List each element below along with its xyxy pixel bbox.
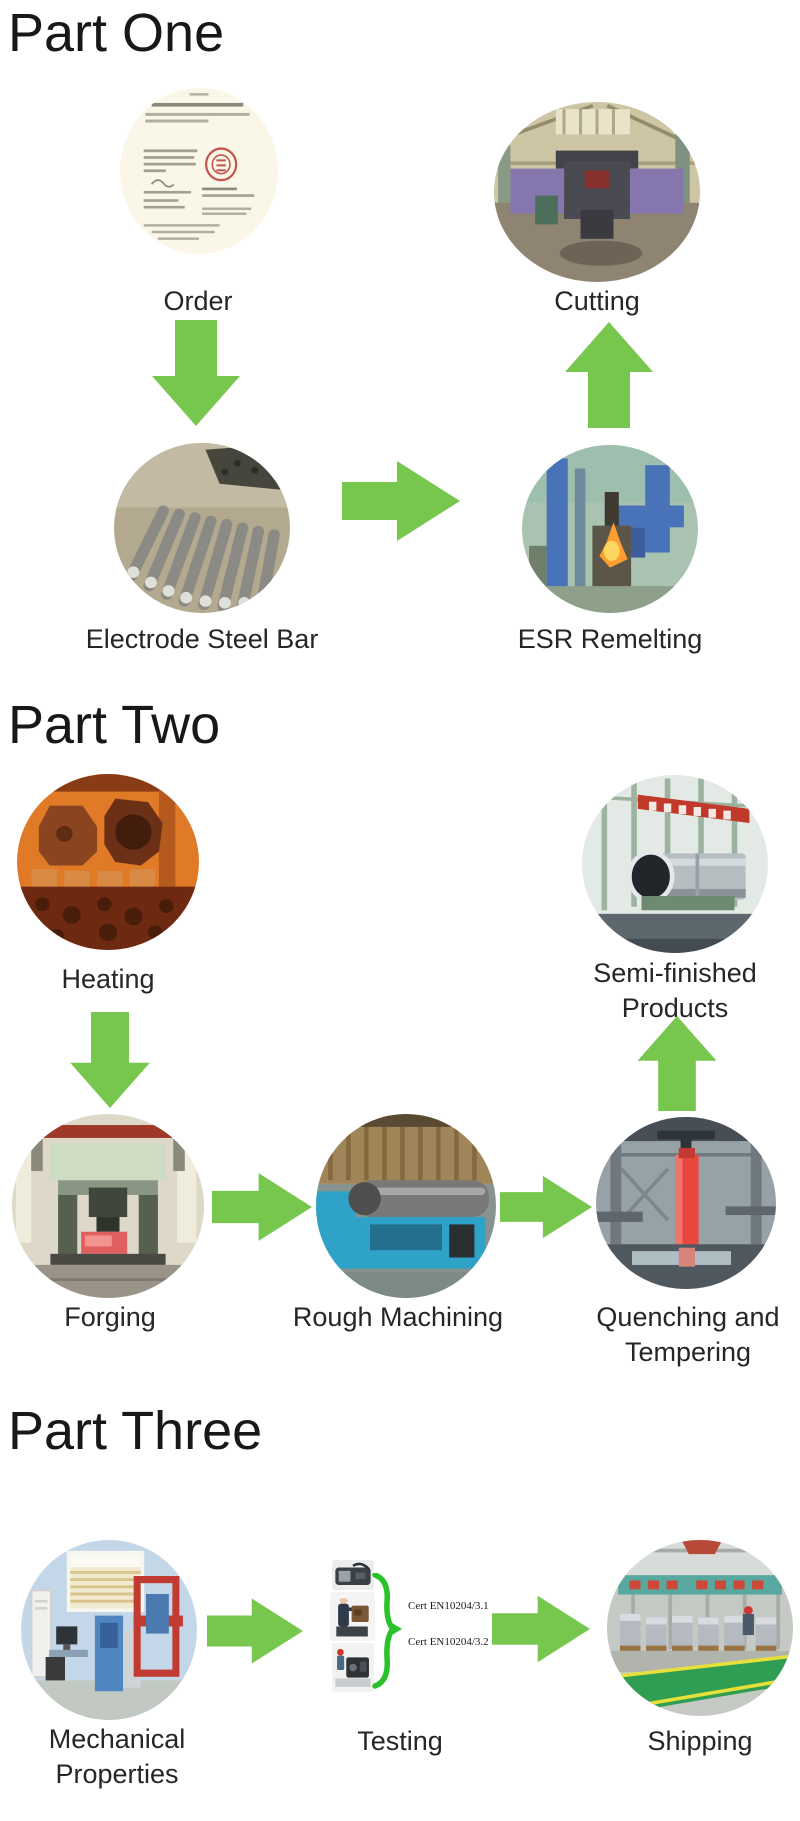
cutting-machine-art [494,102,700,282]
rough-machining-lathe-photo [316,1114,496,1298]
forging-label: Forging [64,1302,156,1332]
order-certificate-photo [120,88,278,254]
quenching-art [596,1117,776,1289]
semi-finished-cylinder-photo [582,775,768,953]
cert-en10204-32-label: Cert EN10204/3.2 [408,1636,489,1648]
electrode-steel-bars-art [114,443,290,613]
testing-brace-icon [372,1573,402,1689]
quenching-and-tempering-label: Quenching and Tempering [596,1302,780,1368]
cutting-label: Cutting [554,286,640,316]
shipping-label: Shipping [647,1726,753,1756]
mechanical-properties-art [21,1540,197,1720]
electrode-steel-bars-photo [114,443,290,613]
forging-press-photo [12,1114,204,1298]
testing-equipment-photo [332,1560,374,1590]
forging-press-art [12,1114,204,1298]
part-two-title: Part Two [8,695,221,755]
shipping-warehouse-photo [607,1540,793,1716]
mechanical-properties-label: Mechanical Properties [48,1724,186,1790]
heating-furnace-photo [17,774,199,950]
order-certificate-art [120,88,278,254]
rough-machining-label: Rough Machining [292,1302,504,1332]
electrode-steel-bar-label: Electrode Steel Bar [85,624,319,654]
arrow-right-icon [500,1168,592,1246]
arrow-right-icon [212,1168,312,1246]
heating-label: Heating [61,964,155,994]
cert-en10204-31-label: Cert EN10204/3.1 [408,1600,489,1612]
arrow-right-icon [492,1590,590,1668]
order-label: Order [163,286,233,316]
semi-finished-art [582,775,768,953]
quenching-red-hot-column-photo [596,1117,776,1289]
part-one-title: Part One [8,3,225,63]
arrow-down-icon [66,1012,154,1108]
testing-label: Testing [357,1726,443,1756]
rough-machining-art [316,1114,496,1298]
heating-furnace-art [17,774,199,950]
esr-remelting-furnace-photo [522,445,698,613]
arrow-up-icon [565,322,653,428]
shipping-warehouse-art [607,1540,793,1716]
part-three-title: Part Three [8,1401,263,1461]
testing-operator-photo [330,1592,375,1641]
arrow-right-icon [207,1592,303,1670]
semi-finished-products-label: Semi-finished Products [593,958,757,1024]
arrow-up-icon [633,1016,721,1111]
arrow-down-icon [152,320,240,426]
esr-remelting-label: ESR Remelting [517,624,703,654]
mechanical-properties-lab-photo [21,1540,197,1720]
esr-remelting-art [522,445,698,613]
cutting-machine-photo [494,102,700,282]
testing-machine-photo [332,1643,374,1692]
arrow-right-icon [342,461,460,541]
